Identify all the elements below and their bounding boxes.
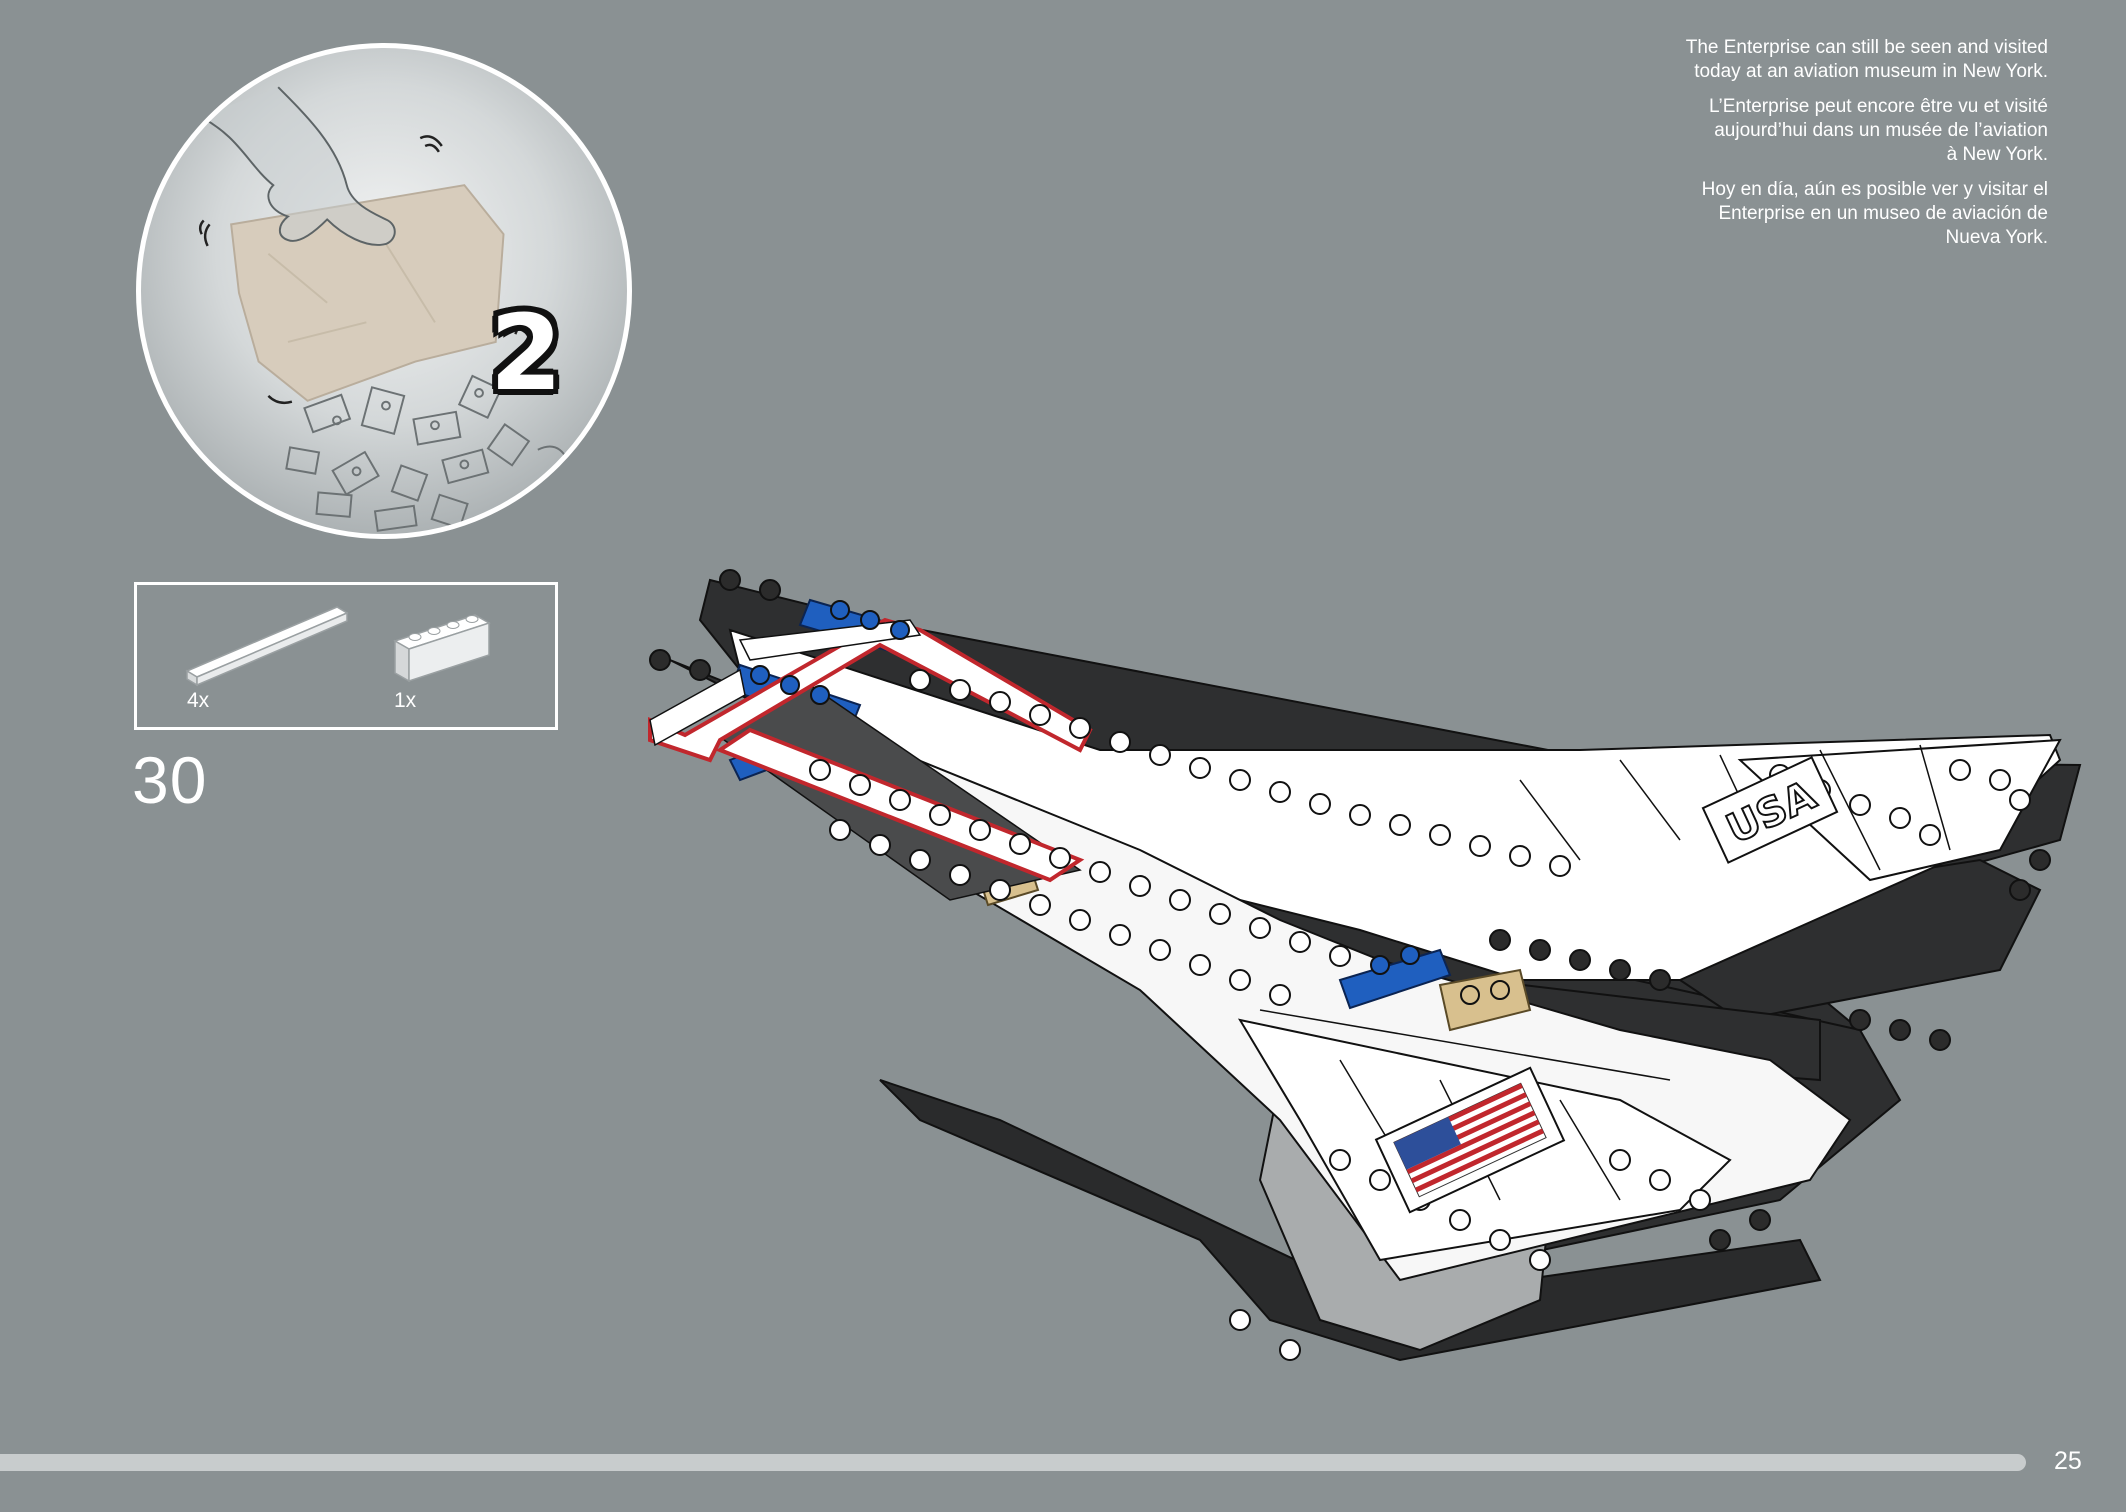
white-brick-1x4-icon (393, 614, 491, 683)
part-count-tile: 4x (187, 689, 210, 712)
info-text-fr: L’Enterprise peut encore être vu et visi… (1708, 96, 2048, 165)
shuttle-model-illustration: USA (648, 569, 2082, 1362)
hand-opening-bag-illustration (198, 86, 569, 532)
flag-decal-icon (1374, 1066, 1566, 1214)
bag-number: 2 (489, 292, 563, 414)
loose-bricks-icon (285, 374, 569, 532)
info-text-es: Hoy en día, aún es posible ver y visitar… (1701, 179, 2048, 248)
progress-bar (0, 1454, 2026, 1471)
info-text-block: The Enterprise can still be seen and vis… (1528, 36, 2048, 261)
info-text-en: The Enterprise can still be seen and vis… (1685, 37, 2048, 82)
page-number: 25 (2054, 1447, 2082, 1475)
studs (649, 569, 2051, 1361)
part-count-brick: 1x (394, 689, 417, 712)
white-tile-1x6-icon (185, 606, 349, 687)
step-number: 30 (132, 743, 208, 817)
open-bag-callout: 2 (136, 43, 632, 539)
shake-marks-icon (198, 135, 520, 405)
parts-illustrations (185, 606, 491, 687)
parts-list-box: 4x 1x (134, 582, 558, 730)
